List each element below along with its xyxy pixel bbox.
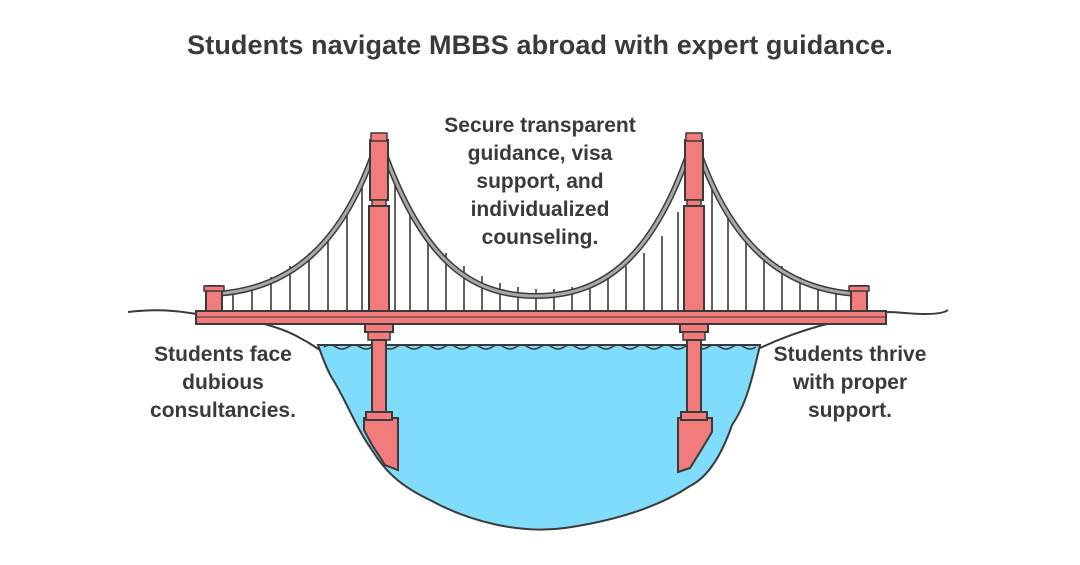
water-basin	[316, 344, 762, 531]
left-end-post	[203, 285, 225, 312]
water-wave	[323, 344, 757, 350]
right-pier-base	[677, 417, 713, 474]
diagram-title: Students navigate MBBS abroad with exper…	[187, 30, 893, 60]
left-pier-base	[363, 417, 399, 472]
label-bridge-support: Secure transparent guidance, visa suppor…	[444, 114, 636, 249]
right-end-post	[848, 285, 870, 312]
main-cable-right	[691, 136, 859, 297]
label-left-bank: Students face dubious consultancies.	[150, 343, 296, 422]
label-right-bank: Students thrive with proper support.	[773, 343, 927, 422]
main-cable-left	[213, 136, 382, 297]
main-cable-right-inner	[692, 136, 859, 296]
right-tower	[679, 132, 709, 421]
left-tower	[364, 132, 394, 421]
main-cable-left-inner	[213, 136, 381, 296]
main-cable-center-inner	[377, 136, 696, 298]
